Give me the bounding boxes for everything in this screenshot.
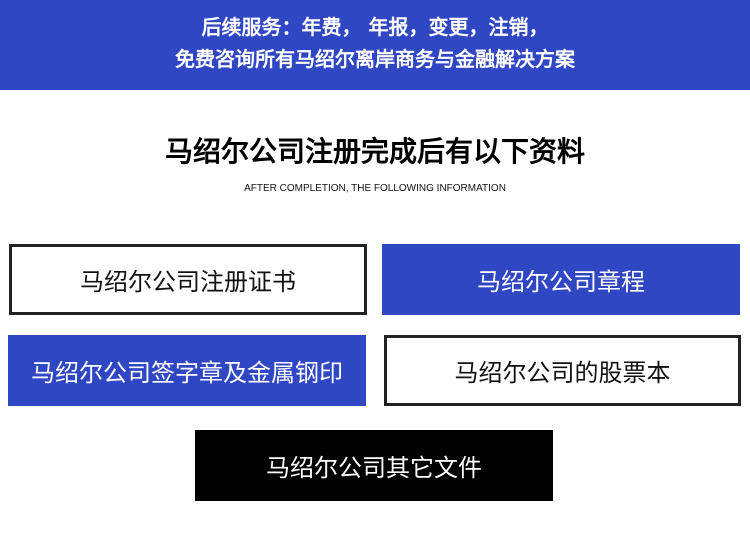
document-other: 马绍尔公司其它文件 — [195, 430, 553, 501]
document-certificate: 马绍尔公司注册证书 — [9, 244, 367, 315]
page-subtitle: AFTER COMPLETION, THE FOLLOWING INFORMAT… — [244, 183, 506, 194]
services-banner: 后续服务：年费， 年报，变更，注销， 免费咨询所有马绍尔离岸商务与金融解决方案 — [0, 0, 750, 90]
consultation-line: 免费咨询所有马绍尔离岸商务与金融解决方案 — [175, 47, 575, 71]
page-title: 马绍尔公司注册完成后有以下资料 — [164, 135, 585, 168]
document-articles: 马绍尔公司章程 — [382, 244, 740, 315]
document-seal: 马绍尔公司签字章及金属钢印 — [8, 335, 366, 406]
document-share-register: 马绍尔公司的股票本 — [384, 335, 741, 406]
services-line: 后续服务：年费， 年报，变更，注销， — [201, 15, 549, 39]
